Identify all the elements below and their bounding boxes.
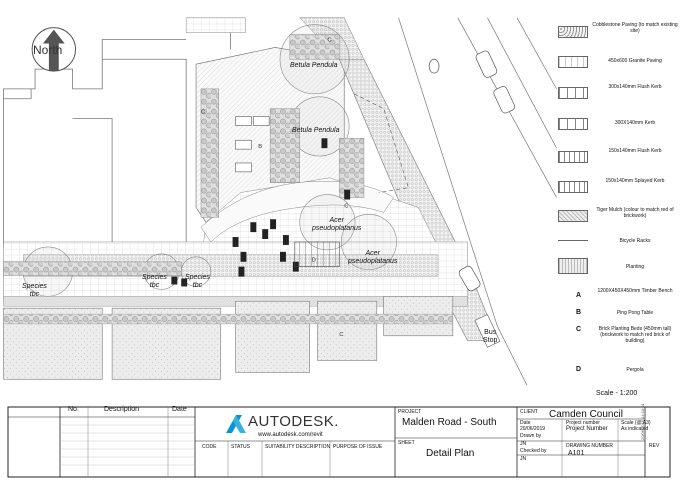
client-label: CLIENT — [520, 409, 538, 415]
checked-value: JN — [520, 456, 527, 462]
label-betula-1: Betula Pendula — [290, 62, 338, 69]
bed-letter-c-3: C — [344, 203, 349, 209]
legend-label: Cobblestone Paving (to match existing si… — [592, 22, 678, 34]
autodesk-logo-icon — [226, 415, 246, 433]
project-number-label: Project number — [566, 420, 600, 426]
scale-block-label: Scale (@ A3) — [621, 420, 651, 426]
north-arrow — [31, 27, 77, 72]
drawing-number-value: A101 — [568, 450, 585, 457]
kerb-swatch — [558, 87, 588, 99]
planting-swatch — [558, 258, 588, 274]
kerb-swatch — [558, 181, 588, 193]
label-species-2: Species tbc — [142, 274, 167, 289]
kerb-swatch — [558, 118, 588, 130]
ping-pong-tables — [235, 116, 270, 173]
bed-letter-c-5: C — [339, 332, 344, 338]
shrub-planting — [3, 34, 453, 325]
bed-letter-c-4: C — [183, 282, 188, 288]
scale-label: Scale - 1:200 — [596, 390, 638, 397]
legend-label: Tiger Mulch (colour to match red of bric… — [596, 207, 674, 219]
north-label: North — [33, 43, 63, 57]
rev-no-header: No. — [68, 406, 79, 413]
legend-label: 150x140mm Splayed Kerb — [605, 178, 665, 184]
drawn-label: Drawn by — [520, 433, 542, 439]
label-betula-2: Betula Pendula — [292, 127, 340, 134]
legend: Cobblestone Paving (to match existing si… — [556, 0, 680, 405]
legend-label: 450x600 Granite Paving — [608, 58, 662, 64]
parked-cars — [428, 50, 515, 292]
bed-letter-d: D — [312, 258, 316, 264]
cobble-swatch — [558, 26, 588, 38]
label-acer-1: Acer pseudoplatanus — [312, 217, 362, 232]
autodesk-url: www.autodesk.com/revit — [258, 432, 323, 438]
suitability-label: SUITABILITY DESCRIPTION — [265, 444, 331, 450]
date-value: 20/06/2019 — [520, 426, 546, 432]
label-acer-2: Acer pseudoplatanus — [348, 250, 398, 265]
project-number-value: Project Number — [566, 426, 608, 432]
legend-label: Bicycle Racks — [619, 238, 651, 244]
legend-label: 300x140mm Flush Kerb — [608, 84, 662, 90]
legend-label: 150x140mm Flush Kerb — [608, 148, 662, 154]
lower-planting-beds — [3, 296, 454, 380]
label-species-3: Species tbc — [185, 274, 210, 289]
autodesk-logo-text: AUTODESK. — [248, 413, 339, 430]
drawing-number-label: DRAWING NUMBER — [566, 443, 614, 449]
legend-label: Planting — [625, 264, 645, 270]
drawn-value: JN — [520, 441, 527, 447]
project-name: Malden Road - South — [402, 417, 497, 428]
date-label: Date — [520, 420, 531, 426]
rev-desc-header: Description — [104, 406, 140, 413]
bed-letter-c-1: C — [327, 37, 332, 43]
sheet-label: SHEET — [398, 440, 415, 446]
kerb-swatch — [558, 151, 588, 163]
site-plan: B C C C C C D — [3, 17, 557, 386]
status-label: STATUS — [231, 444, 250, 450]
label-species-1: Species tbc — [22, 283, 47, 298]
bed-letter-b: B — [258, 144, 262, 150]
code-label: CODE — [202, 444, 217, 450]
title-block-frame — [7, 406, 671, 478]
label-bus-stop: Bus Stop — [483, 329, 498, 344]
rev-date-header: Date — [172, 406, 187, 413]
scale-block-value: As indicated — [621, 426, 649, 432]
street-right — [398, 17, 557, 386]
client-name: Camden Council — [549, 409, 623, 420]
pergola — [294, 241, 340, 267]
legend-label: 300X140mm Kerb — [614, 120, 656, 126]
bed-letter-c-2: C — [201, 110, 206, 116]
rev-label: REV — [649, 443, 660, 449]
plan-markers: B C C C C C D — [183, 37, 349, 337]
project-label: PROJECT — [398, 409, 422, 415]
granite-swatch — [558, 56, 588, 68]
bicycle-swatch — [558, 240, 588, 241]
mulch-swatch — [558, 210, 588, 222]
sheet-name: Detail Plan — [426, 448, 475, 459]
checked-label: Checked by — [520, 448, 547, 454]
print-timestamp: 20/06/2019 14:10:01 — [640, 403, 645, 440]
purpose-label: PURPOSE OF ISSUE — [333, 444, 383, 450]
